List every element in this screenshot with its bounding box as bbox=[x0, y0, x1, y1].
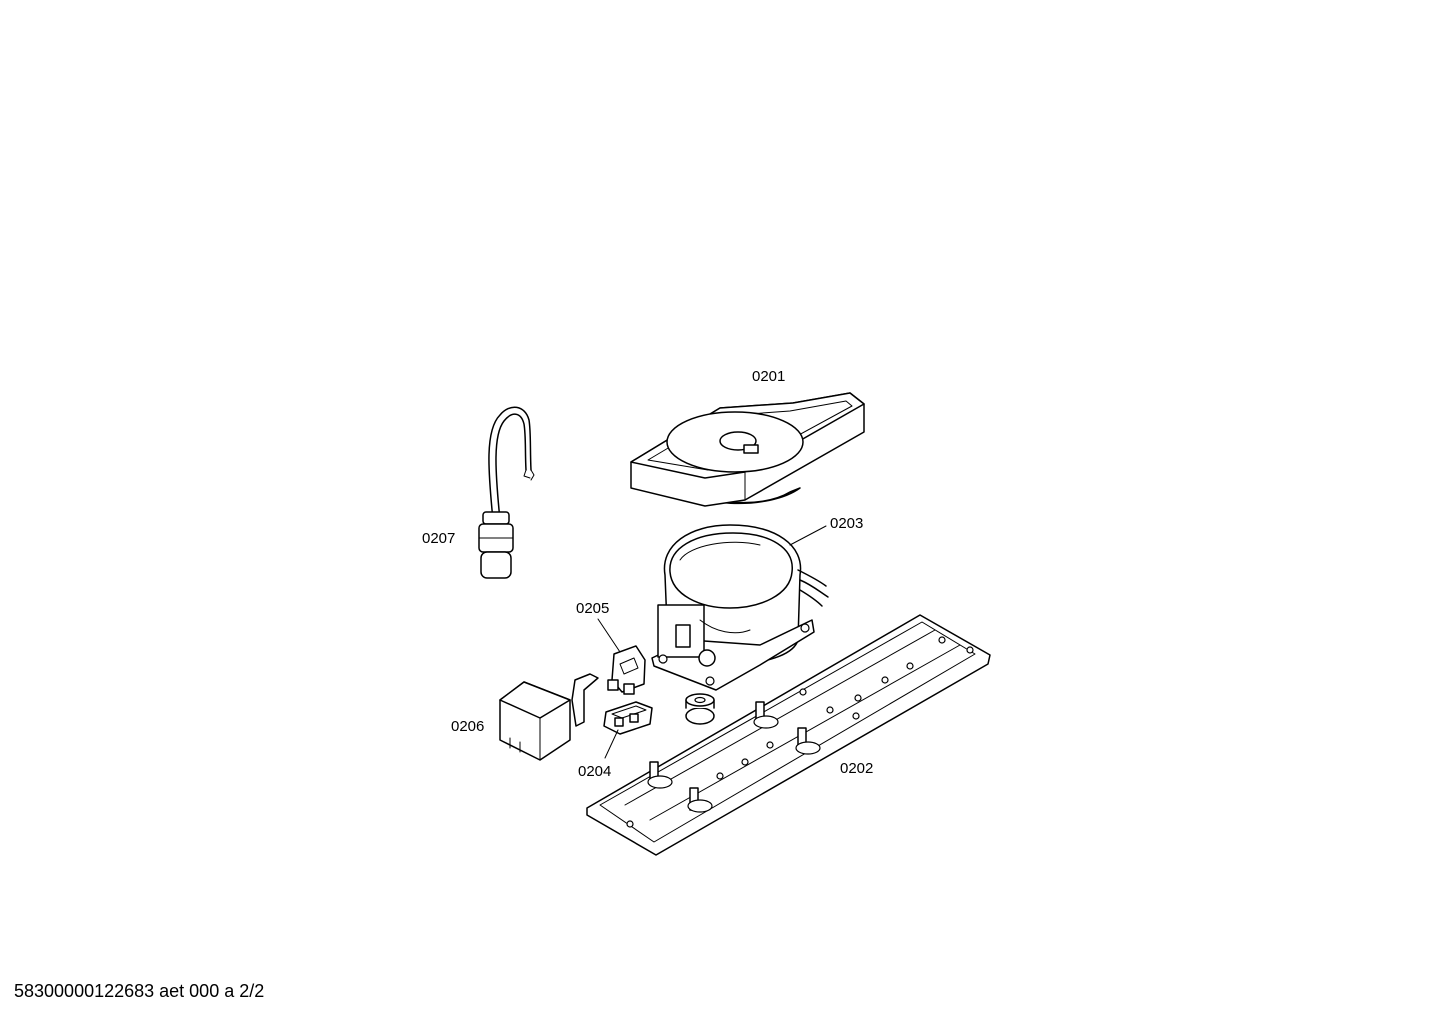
document-reference: 58300000122683 aet 000 a 2/2 bbox=[14, 981, 265, 1001]
label-0202[interactable]: 0202 bbox=[840, 760, 873, 777]
label-0204[interactable]: 0204 bbox=[578, 763, 611, 780]
part-0206-cover-cap[interactable] bbox=[499, 681, 571, 761]
leader-line-0205 bbox=[597, 618, 621, 653]
leader-line-0204 bbox=[604, 729, 619, 759]
rail-tab bbox=[687, 787, 713, 813]
label-0203[interactable]: 0203 bbox=[830, 515, 863, 532]
part-0201-drip-tray[interactable] bbox=[630, 392, 865, 507]
rail-tab bbox=[647, 761, 673, 789]
leader-line-0203 bbox=[789, 525, 827, 546]
label-0207[interactable]: 0207 bbox=[422, 530, 455, 547]
part-0207-capacitor[interactable] bbox=[478, 406, 535, 579]
label-0205[interactable]: 0205 bbox=[576, 600, 609, 617]
part-0202-mounting-rail[interactable] bbox=[586, 614, 991, 856]
label-0206[interactable]: 0206 bbox=[451, 718, 484, 735]
part-0204-relay[interactable] bbox=[603, 701, 653, 735]
label-0201[interactable]: 0201 bbox=[752, 368, 785, 385]
rubber-grommet[interactable] bbox=[685, 693, 715, 725]
part-0205-overload-protector[interactable] bbox=[607, 645, 646, 695]
mounting-clip[interactable] bbox=[571, 673, 599, 727]
part-0203-compressor[interactable] bbox=[651, 524, 829, 691]
rail-tab bbox=[753, 701, 779, 729]
rail-tab bbox=[795, 727, 821, 755]
